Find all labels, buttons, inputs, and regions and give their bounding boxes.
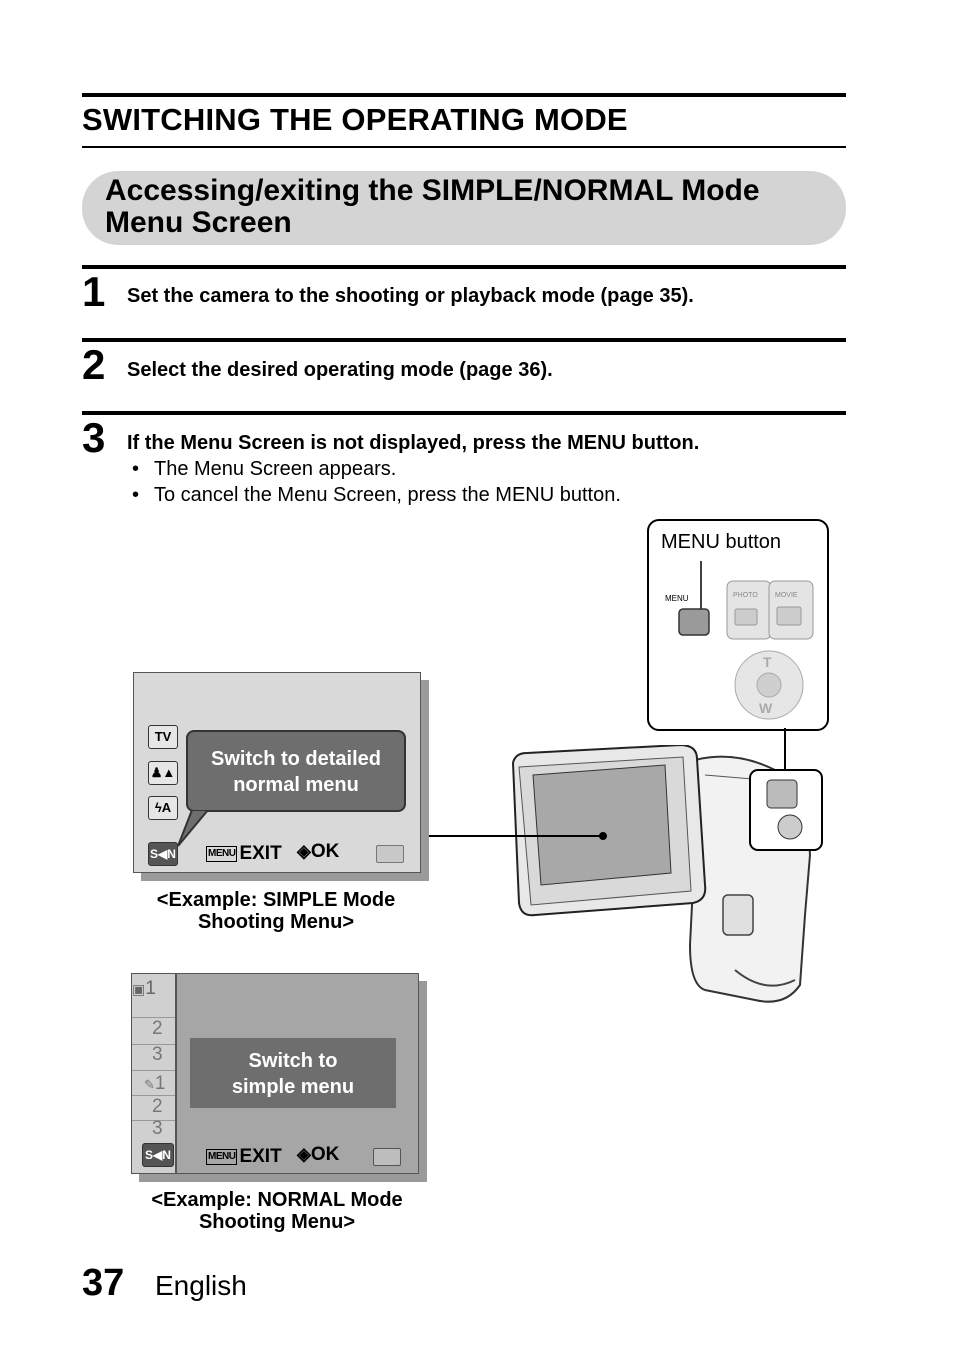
simple-menu-screen: TV ♟▲ ϟA S◀N Switch to detailed normal m… <box>133 672 421 873</box>
step-1-rule <box>82 265 846 269</box>
callout-label: MENU button <box>661 531 782 553</box>
photo-tab-icon: ▣1 <box>132 978 156 999</box>
step-3-text: If the Menu Screen is not displayed, pre… <box>127 432 700 454</box>
step-3-number: 3 <box>82 414 106 461</box>
normal-menu-caption: <Example: NORMAL Mode Shooting Menu> <box>151 1189 403 1233</box>
bubble-pointer-icon <box>177 810 210 847</box>
svg-text:MOVIE: MOVIE <box>775 592 798 599</box>
svg-text:PHOTO: PHOTO <box>733 592 758 599</box>
language-label: English <box>155 1270 247 1301</box>
ok-hint: ◈OK <box>297 841 340 862</box>
step-3-rule <box>82 411 846 415</box>
ok-hint: ◈OK <box>297 1144 340 1165</box>
step-1-text: Set the camera to the shooting or playba… <box>127 285 694 307</box>
scene-tv-icon: TV <box>148 725 178 749</box>
tab-number: 3 <box>152 1118 163 1139</box>
svg-text:T: T <box>763 654 772 670</box>
step-1-number: 1 <box>82 268 106 315</box>
step-2-text: Select the desired operating mode (page … <box>127 359 553 381</box>
menu-key-label: MENU <box>665 594 689 603</box>
top-rule <box>82 93 846 97</box>
tab-number: 2 <box>152 1096 163 1117</box>
callout-leader <box>784 728 786 770</box>
step-3-bullet: •The Menu Screen appears. <box>132 458 397 480</box>
subsection-banner <box>82 171 846 245</box>
photo-key-icon <box>734 608 758 626</box>
mode-switch-icon: S◀N <box>142 1143 174 1167</box>
lcd-screen-icon <box>532 764 672 886</box>
mode-switch-icon: S◀N <box>148 842 178 866</box>
movie-key-icon <box>776 606 802 626</box>
title-rule <box>82 146 846 148</box>
switch-to-normal-bubble: Switch to detailed normal menu <box>186 730 406 812</box>
settings-tab-icon: ✎1 <box>144 1073 166 1094</box>
battery-icon <box>373 1148 401 1166</box>
portrait-landscape-icon: ♟▲ <box>148 761 178 785</box>
flash-auto-icon: ϟA <box>148 796 178 820</box>
step-2-number: 2 <box>82 341 106 388</box>
section-title: SWITCHING THE OPERATING MODE <box>82 102 628 137</box>
menu-button-callout: MENU button MENU PHOTO MOVIE T W <box>647 519 829 731</box>
menu-tab-column: ▣1 2 3 ✎1 2 3 S◀N <box>132 974 177 1173</box>
camera-illustration <box>511 745 823 1003</box>
normal-menu-screen: ▣1 2 3 ✎1 2 3 S◀N Switch to simple menu … <box>131 973 419 1174</box>
switch-to-simple-bubble: Switch to simple menu <box>190 1038 396 1108</box>
simple-menu-caption: <Example: SIMPLE Mode Shooting Menu> <box>156 889 396 933</box>
battery-icon <box>376 845 404 863</box>
step-3-bullet: •To cancel the Menu Screen, press the ME… <box>132 484 621 506</box>
camera-controls-illustration: MENU PHOTO MOVIE T W <box>665 561 814 720</box>
tab-number: 2 <box>152 1018 163 1039</box>
step-2-rule <box>82 338 846 342</box>
svg-text:W: W <box>759 700 773 716</box>
page-number: 37 <box>82 1262 125 1304</box>
subsection-title: Accessing/exiting the SIMPLE/NORMAL Mode… <box>105 174 760 239</box>
tab-number: 3 <box>152 1044 163 1065</box>
menu-key-icon <box>678 608 710 636</box>
joystick-icon <box>756 672 782 698</box>
screen-leader <box>419 835 603 837</box>
